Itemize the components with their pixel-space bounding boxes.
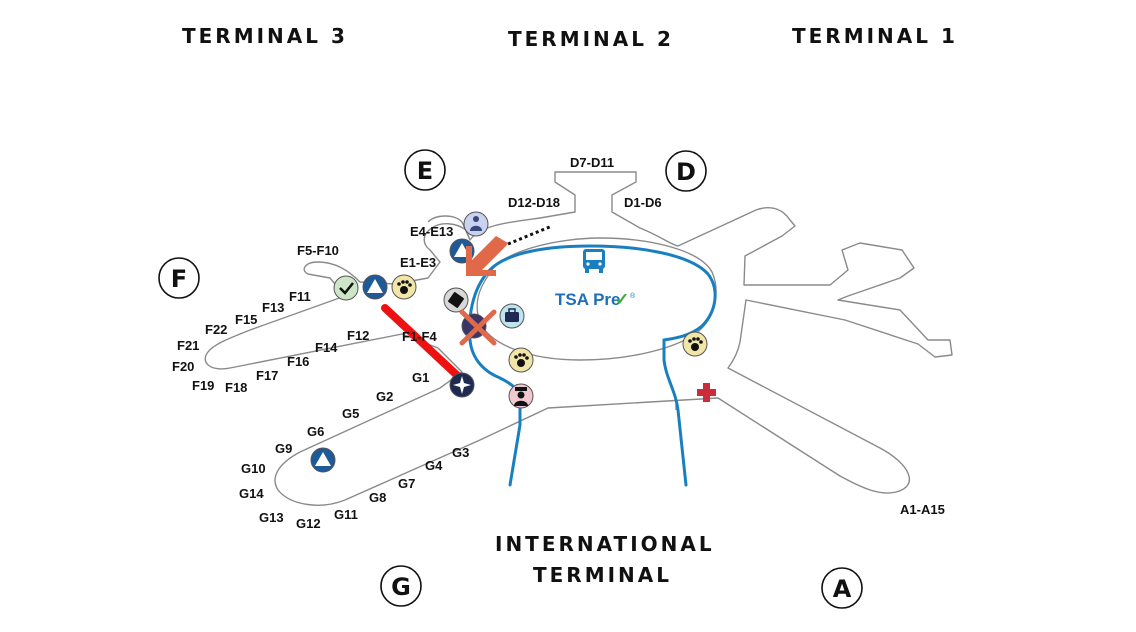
svg-text:A: A bbox=[833, 575, 852, 603]
medical-cross-icon bbox=[697, 383, 716, 402]
gate-g3: G3 bbox=[452, 445, 469, 460]
gate-g12: G12 bbox=[296, 516, 321, 531]
gate-d7-d11: D7-D11 bbox=[570, 155, 614, 170]
gate-d1-d6: D1-D6 bbox=[624, 195, 662, 210]
suitcase-icon bbox=[499, 303, 525, 329]
gate-f5-f10: F5-F10 bbox=[297, 243, 339, 258]
gate-g10: G10 bbox=[241, 461, 266, 476]
international-terminal-label-line2: TERMINAL bbox=[533, 563, 672, 587]
gate-g11: G11 bbox=[334, 507, 358, 522]
gate-f17: F17 bbox=[256, 368, 278, 383]
svg-text:E: E bbox=[417, 157, 433, 185]
triangle-icon-f bbox=[362, 274, 388, 300]
gate-e4-e13: E4-E13 bbox=[410, 224, 453, 239]
officer-icon bbox=[508, 383, 534, 409]
svg-text:✓: ✓ bbox=[615, 290, 629, 309]
gate-f11: F11 bbox=[289, 289, 311, 304]
gate-g6: G6 bbox=[307, 424, 324, 439]
gate-f1-f4: F1-F4 bbox=[402, 329, 437, 344]
boarding-area-g: G bbox=[380, 565, 422, 607]
gate-g4: G4 bbox=[425, 458, 443, 473]
svg-text:F: F bbox=[171, 265, 187, 293]
svg-text:G: G bbox=[391, 573, 411, 601]
gate-g7: G7 bbox=[398, 476, 415, 491]
gate-e1-e3: E1-E3 bbox=[400, 255, 436, 270]
bus-icon bbox=[583, 249, 605, 273]
gate-f22: F22 bbox=[205, 322, 227, 337]
gate-g5: G5 bbox=[342, 406, 359, 421]
gate-f13: F13 bbox=[262, 300, 284, 315]
boarding-area-f: F bbox=[158, 257, 200, 299]
id-card-icon bbox=[443, 287, 469, 313]
x-mark-icon bbox=[459, 309, 497, 346]
gate-f16: F16 bbox=[287, 354, 309, 369]
nursing-room-icon bbox=[463, 211, 489, 237]
gate-a1-a15: A1-A15 bbox=[900, 502, 945, 517]
gate-f21: F21 bbox=[177, 338, 199, 353]
triangle-icon-g bbox=[310, 447, 336, 473]
red-route-line bbox=[381, 304, 464, 382]
gate-f20: F20 bbox=[172, 359, 194, 374]
dotted-connector bbox=[507, 224, 553, 246]
gate-g1: G1 bbox=[412, 370, 429, 385]
gate-f12: F12 bbox=[347, 328, 369, 343]
gate-g14: G14 bbox=[239, 486, 264, 501]
boarding-area-a: A bbox=[821, 567, 863, 609]
svg-text:®: ® bbox=[630, 292, 636, 300]
svg-text:TSA Pre: TSA Pre bbox=[555, 290, 621, 309]
terminal-3-label: TERMINAL 3 bbox=[182, 24, 348, 48]
boarding-area-d: D bbox=[665, 150, 707, 192]
gate-f19: F19 bbox=[192, 378, 214, 393]
gate-f15: F15 bbox=[235, 312, 257, 327]
terminal-1-label: TERMINAL 1 bbox=[792, 24, 958, 48]
boarding-area-e: E bbox=[404, 149, 446, 191]
arrow-icon bbox=[466, 236, 508, 276]
gate-f18: F18 bbox=[225, 380, 247, 395]
paw-icon-e bbox=[391, 274, 417, 300]
paw-icon-center bbox=[508, 347, 534, 373]
svg-text:D: D bbox=[676, 158, 696, 186]
checkmark-icon bbox=[333, 275, 359, 301]
paw-icon-d bbox=[682, 331, 708, 357]
terminal-2-label: TERMINAL 2 bbox=[508, 27, 674, 51]
international-terminal-label-line1: INTERNATIONAL bbox=[495, 532, 715, 556]
airtrain-line bbox=[468, 244, 717, 487]
gate-d12-d18: D12-D18 bbox=[508, 195, 560, 210]
gate-g9: G9 bbox=[275, 441, 292, 456]
gate-g2: G2 bbox=[376, 389, 393, 404]
gate-g8: G8 bbox=[369, 490, 386, 505]
gate-labels: D7-D11 D12-D18 D1-D6 E4-E13 E1-E3 F5-F10… bbox=[172, 155, 945, 531]
star-icon bbox=[449, 372, 475, 398]
gate-f14: F14 bbox=[315, 340, 338, 355]
gate-g13: G13 bbox=[259, 510, 284, 525]
tsa-precheck-logo: TSA Pre ✓ ® bbox=[555, 290, 636, 309]
